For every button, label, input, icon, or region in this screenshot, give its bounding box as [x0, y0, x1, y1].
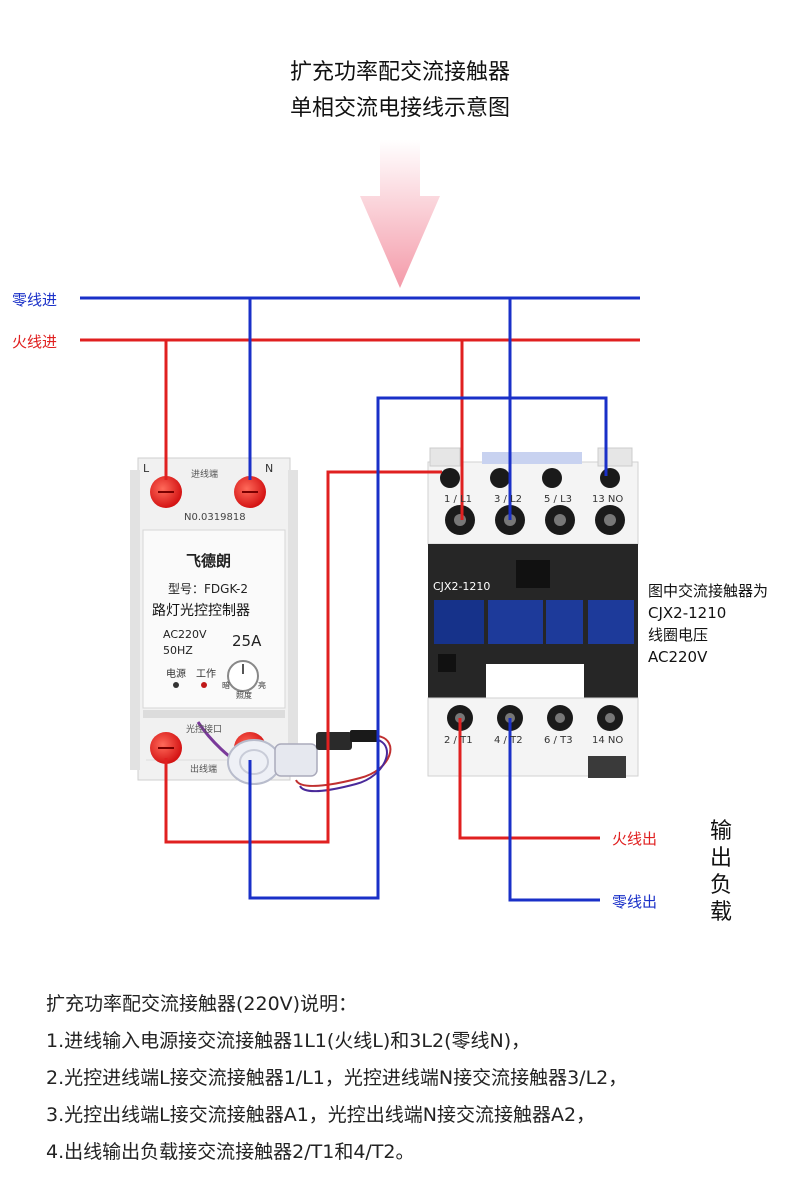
terminal-6-t3: 6 / T3: [544, 735, 573, 746]
description-block: 扩充功率配交流接触器(220V)说明： 1.进线输入电源接交流接触器1L1(火线…: [46, 986, 627, 1171]
knob-label: 照度: [236, 691, 252, 700]
neutral-wires: [248, 298, 608, 902]
knob-bright-label: 亮: [258, 681, 266, 690]
note-line: 图中交流接触器为: [648, 582, 769, 600]
illuminance-knob: [227, 660, 259, 692]
term-l-top: L: [143, 462, 150, 475]
description-item: 1.进线输入电源接交流接触器1L1(火线L)和3L2(零线N)，: [46, 1030, 531, 1052]
neutral-out-label: 零线出: [612, 893, 658, 911]
work-lamp-label: 工作: [196, 669, 216, 680]
work-lamp: [201, 682, 207, 688]
terminal-5-l3: 5 / L3: [544, 494, 573, 505]
live-in-label: 火线进: [12, 333, 58, 351]
brand-logo: 飞德朗: [186, 552, 232, 570]
terminal-2-t1: 2 / T1: [444, 735, 473, 746]
term-n-top: N: [265, 462, 274, 475]
live-out-label: 火线出: [612, 830, 658, 848]
sensor-port-label: 光控接口: [186, 725, 223, 735]
model-label: 型号：FDGK-2: [168, 582, 249, 596]
terminal-1-l1: 1 / L1: [444, 494, 473, 505]
terminal-3-l2: 3 / L2: [494, 494, 523, 505]
diagram-title-line2: 单相交流电接线示意图: [289, 96, 510, 121]
freq-label: 50HZ: [163, 644, 193, 657]
note-line: CJX2-1210: [648, 604, 727, 622]
down-arrow-icon: [360, 140, 440, 288]
product-name: 路灯光控控制器: [152, 603, 250, 619]
light-controller: [130, 457, 298, 781]
description-item: 2.光控进线端L接交流接触器1/L1，光控进线端N接交流接触器3/L2，: [46, 1067, 628, 1089]
output-load-label: 输出负载: [709, 819, 732, 925]
diagram-title-line1: 扩充功率配交流接触器: [289, 60, 510, 85]
terminal-14-no: 14 NO: [592, 735, 624, 746]
description-item: 3.光控出线端L接交流接触器A1，光控出线端N接交流接触器A2，: [46, 1104, 596, 1126]
neutral-in-label: 零线进: [12, 291, 58, 309]
description-heading: 扩充功率配交流接触器(220V)说明：: [46, 993, 358, 1015]
current-label: 25A: [232, 632, 262, 650]
voltage-label: AC220V: [163, 628, 207, 641]
contactor-note: 图中交流接触器为 CJX2-1210 线圈电压 AC220V: [648, 580, 768, 668]
power-lamp-label: 电源: [166, 669, 186, 680]
terminal-13-no: 13 NO: [592, 494, 624, 505]
knob-dark-label: 暗: [222, 681, 230, 690]
in-terminals-label: 进线端: [191, 470, 219, 480]
note-line: AC220V: [648, 648, 708, 666]
terminal-4-t2: 4 / T2: [494, 735, 523, 746]
light-sensor: [196, 721, 392, 792]
description-item: 4.出线输出负载接交流接触器2/T1和4/T2。: [46, 1141, 415, 1163]
live-wires: [164, 340, 600, 844]
serial-number: N0.0319818: [184, 512, 246, 523]
power-lamp: [173, 682, 179, 688]
out-terminals-label: 出线端: [190, 765, 218, 775]
contactor-model-label: CJX2-1210: [433, 580, 491, 593]
note-line: 线圈电压: [648, 626, 709, 644]
